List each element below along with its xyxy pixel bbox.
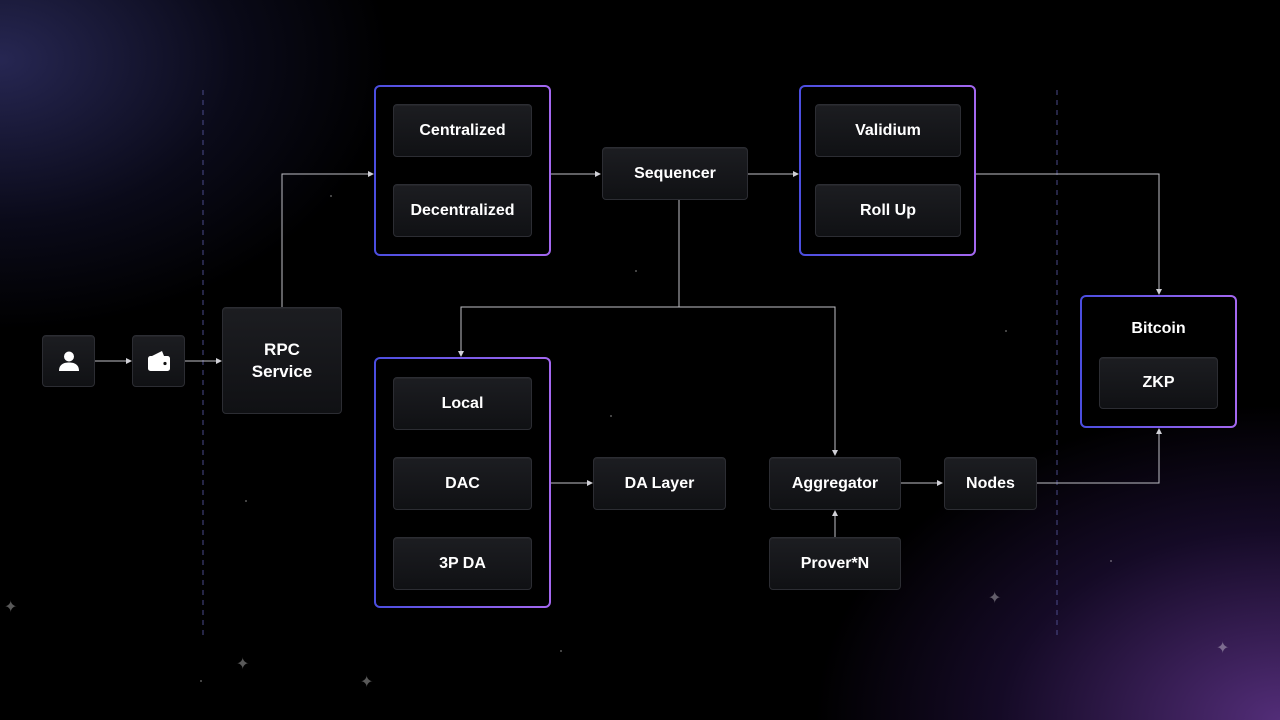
user-icon <box>58 350 80 372</box>
roll-up-node[interactable]: Roll Up <box>815 184 961 237</box>
bitcoin-label: Bitcoin <box>1131 320 1186 337</box>
local-node[interactable]: Local <box>393 377 532 430</box>
rpc-label-line1: RPC <box>264 339 300 359</box>
prover-node[interactable]: Prover*N <box>769 537 901 590</box>
nodes-node[interactable]: Nodes <box>944 457 1037 510</box>
edge-nodes-bitcoin <box>1036 428 1162 484</box>
centralized-node[interactable]: Centralized <box>393 104 532 157</box>
star <box>245 500 247 502</box>
star <box>610 415 612 417</box>
user-node[interactable] <box>42 335 95 387</box>
wallet-node[interactable] <box>132 335 185 387</box>
star <box>635 270 637 272</box>
third-party-da-node[interactable]: 3P DA <box>393 537 532 590</box>
sparkle-icon: ✦ <box>4 599 18 616</box>
sparkle-icon: ✦ <box>236 656 250 673</box>
edge-split-da <box>458 306 679 357</box>
edge-proof-bitcoin <box>976 173 1162 295</box>
dac-node[interactable]: DAC <box>393 457 532 510</box>
sparkle-icon: ✦ <box>1216 640 1230 657</box>
wallet-icon <box>147 350 171 372</box>
edge-rpc-sequencer-mode <box>281 171 374 307</box>
zkp-node[interactable]: ZKP <box>1099 357 1218 409</box>
edge-split-aggregator <box>679 306 838 456</box>
da-layer-node[interactable]: DA Layer <box>593 457 726 510</box>
decentralized-node[interactable]: Decentralized <box>393 184 532 237</box>
sequencer-node[interactable]: Sequencer <box>602 147 748 200</box>
rpc-label-line2: Service <box>251 361 313 381</box>
sparkle-icon: ✦ <box>360 674 374 691</box>
star <box>200 680 202 682</box>
validium-node[interactable]: Validium <box>815 104 961 157</box>
star <box>560 650 562 652</box>
aggregator-node[interactable]: Aggregator <box>769 457 901 510</box>
rpc-service-node[interactable]: RPC Service <box>222 307 342 414</box>
star <box>1005 330 1007 332</box>
sparkle-icon: ✦ <box>988 590 1002 607</box>
star <box>1110 560 1112 562</box>
star <box>330 195 332 197</box>
